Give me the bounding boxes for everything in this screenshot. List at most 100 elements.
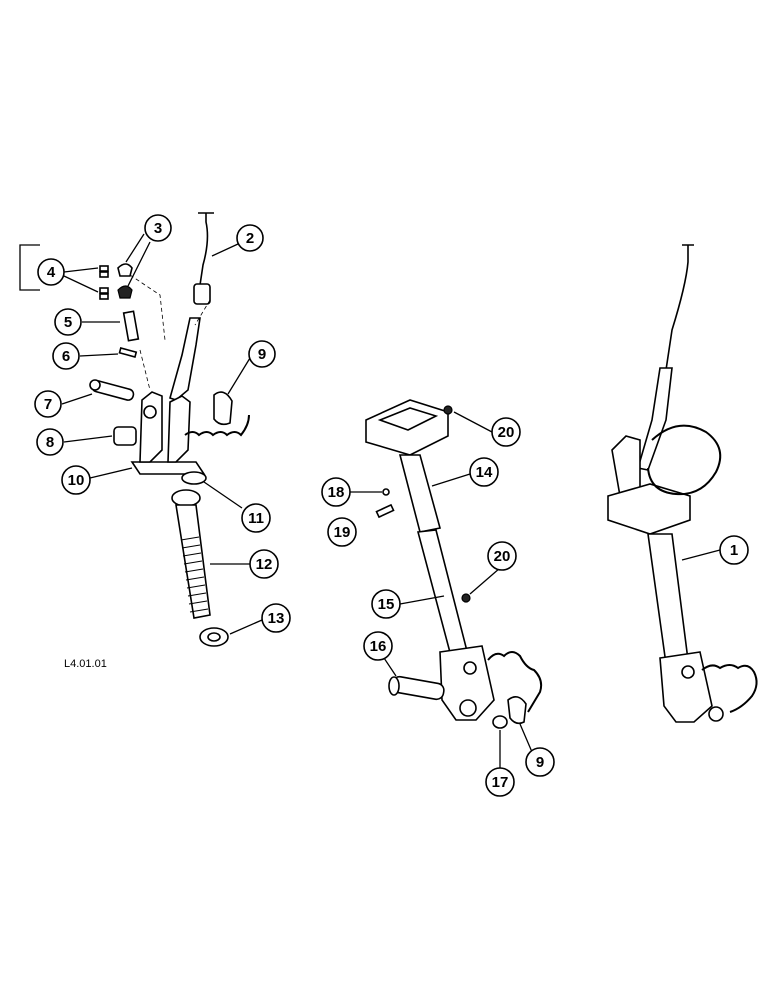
callout-6: 6 (52, 342, 80, 370)
leader-10 (89, 467, 133, 479)
svg-text:11: 11 (248, 510, 264, 527)
assembled-chain-upper (647, 424, 722, 496)
assembled-pin-end (708, 706, 724, 722)
callout-9-center: 9 (525, 747, 555, 777)
bracket-hole (143, 405, 157, 419)
leader-4b (63, 275, 99, 293)
lever-arm (169, 317, 201, 401)
grease-fitting-part-20a (443, 405, 453, 415)
callout-11: 11 (241, 503, 271, 533)
callout-20-bottom: 20 (487, 541, 517, 571)
rod-collar (193, 283, 211, 305)
svg-text:8: 8 (46, 434, 54, 451)
svg-text:7: 7 (44, 396, 52, 413)
svg-text:3: 3 (154, 220, 162, 237)
pin-head (388, 676, 400, 696)
cap-part-3a (117, 263, 133, 277)
washer-hole (207, 632, 221, 642)
leader-9a (227, 357, 251, 395)
leader-3a (125, 233, 145, 263)
leader-1 (681, 549, 721, 561)
svg-text:20: 20 (494, 548, 511, 565)
svg-text:16: 16 (370, 638, 387, 655)
pin-part-4a (99, 265, 109, 272)
leader-lines (61, 233, 721, 770)
svg-text:10: 10 (68, 472, 85, 489)
callout-17: 17 (485, 767, 515, 797)
svg-text:20: 20 (498, 424, 515, 441)
lower-tube-part-15 (416, 529, 469, 662)
assembled-chain-lower (701, 664, 758, 713)
assembled-clevis (659, 651, 713, 723)
upper-tube-part-14 (398, 454, 441, 533)
assembled-clevis-hole-top (681, 665, 695, 679)
leader-4a (63, 267, 99, 273)
pin-part-4d (99, 293, 109, 300)
assembly-dash-1 (194, 299, 211, 326)
assembled-block (607, 483, 691, 535)
svg-text:9: 9 (536, 754, 544, 771)
pin-part-4c (99, 287, 109, 294)
bracket-line (19, 244, 40, 291)
roll-pin-part-6 (118, 347, 138, 358)
figure-reference-code: L4.01.01 (64, 658, 107, 670)
callout-5: 5 (54, 308, 82, 336)
leader-13 (229, 619, 263, 635)
callout-3: 3 (144, 214, 172, 242)
chain-center (487, 651, 543, 713)
assembled-rod (665, 244, 694, 371)
callout-9-left: 9 (248, 340, 276, 368)
rod-part-2 (198, 212, 214, 286)
grease-fitting-part-20b (461, 593, 471, 603)
sleeve-part-5 (122, 310, 140, 342)
leader-8 (63, 435, 113, 443)
svg-text:15: 15 (378, 596, 395, 613)
callout-13: 13 (261, 603, 291, 633)
assembly-dash-3 (139, 349, 151, 391)
assembled-bracket (611, 435, 641, 497)
linch-pin-part-9b (507, 696, 527, 725)
leader-15 (399, 595, 445, 605)
screw-part-19 (375, 503, 395, 519)
svg-text:17: 17 (492, 774, 509, 791)
top-block-recess (377, 407, 439, 431)
leader-3b (127, 241, 151, 287)
callout-16: 16 (363, 631, 393, 661)
svg-text:14: 14 (476, 464, 493, 481)
callout-14: 14 (469, 457, 499, 487)
svg-text:13: 13 (268, 610, 285, 627)
svg-text:2: 2 (246, 230, 254, 247)
svg-text:6: 6 (62, 348, 70, 365)
leader-11 (203, 481, 243, 509)
nut-part-11 (181, 471, 207, 485)
svg-text:1: 1 (730, 542, 738, 559)
pin-part-4b (99, 271, 109, 278)
assembled-tube (647, 533, 689, 665)
callout-1: 1 (719, 535, 749, 565)
svg-text:9: 9 (258, 346, 266, 363)
threaded-rod-part-12 (175, 504, 211, 619)
clevis-end (439, 645, 495, 721)
bracket-side-right (167, 395, 191, 463)
clevis-bottom-hole (459, 699, 477, 717)
callout-7: 7 (34, 390, 62, 418)
leader-14 (431, 473, 471, 487)
assembly-dash-2 (129, 274, 166, 341)
leader-20b (469, 567, 501, 595)
callout-20-top: 20 (491, 417, 521, 447)
rod-head-part-12 (171, 489, 201, 507)
leader-6 (79, 353, 119, 357)
svg-text:19: 19 (334, 524, 351, 541)
svg-text:5: 5 (64, 314, 72, 331)
bracket-side-left (139, 391, 163, 463)
chain-left (184, 414, 250, 437)
assembled-lever-arm (636, 367, 673, 471)
svg-text:4: 4 (47, 264, 56, 281)
left-lever-assembly (19, 212, 250, 647)
leader-9b (519, 723, 533, 753)
washer-part-18 (382, 488, 390, 496)
callouts: 3 2 4 5 6 9 7 8 (34, 214, 749, 797)
callout-19: 19 (327, 517, 357, 547)
clevis-top-hole (463, 661, 477, 675)
